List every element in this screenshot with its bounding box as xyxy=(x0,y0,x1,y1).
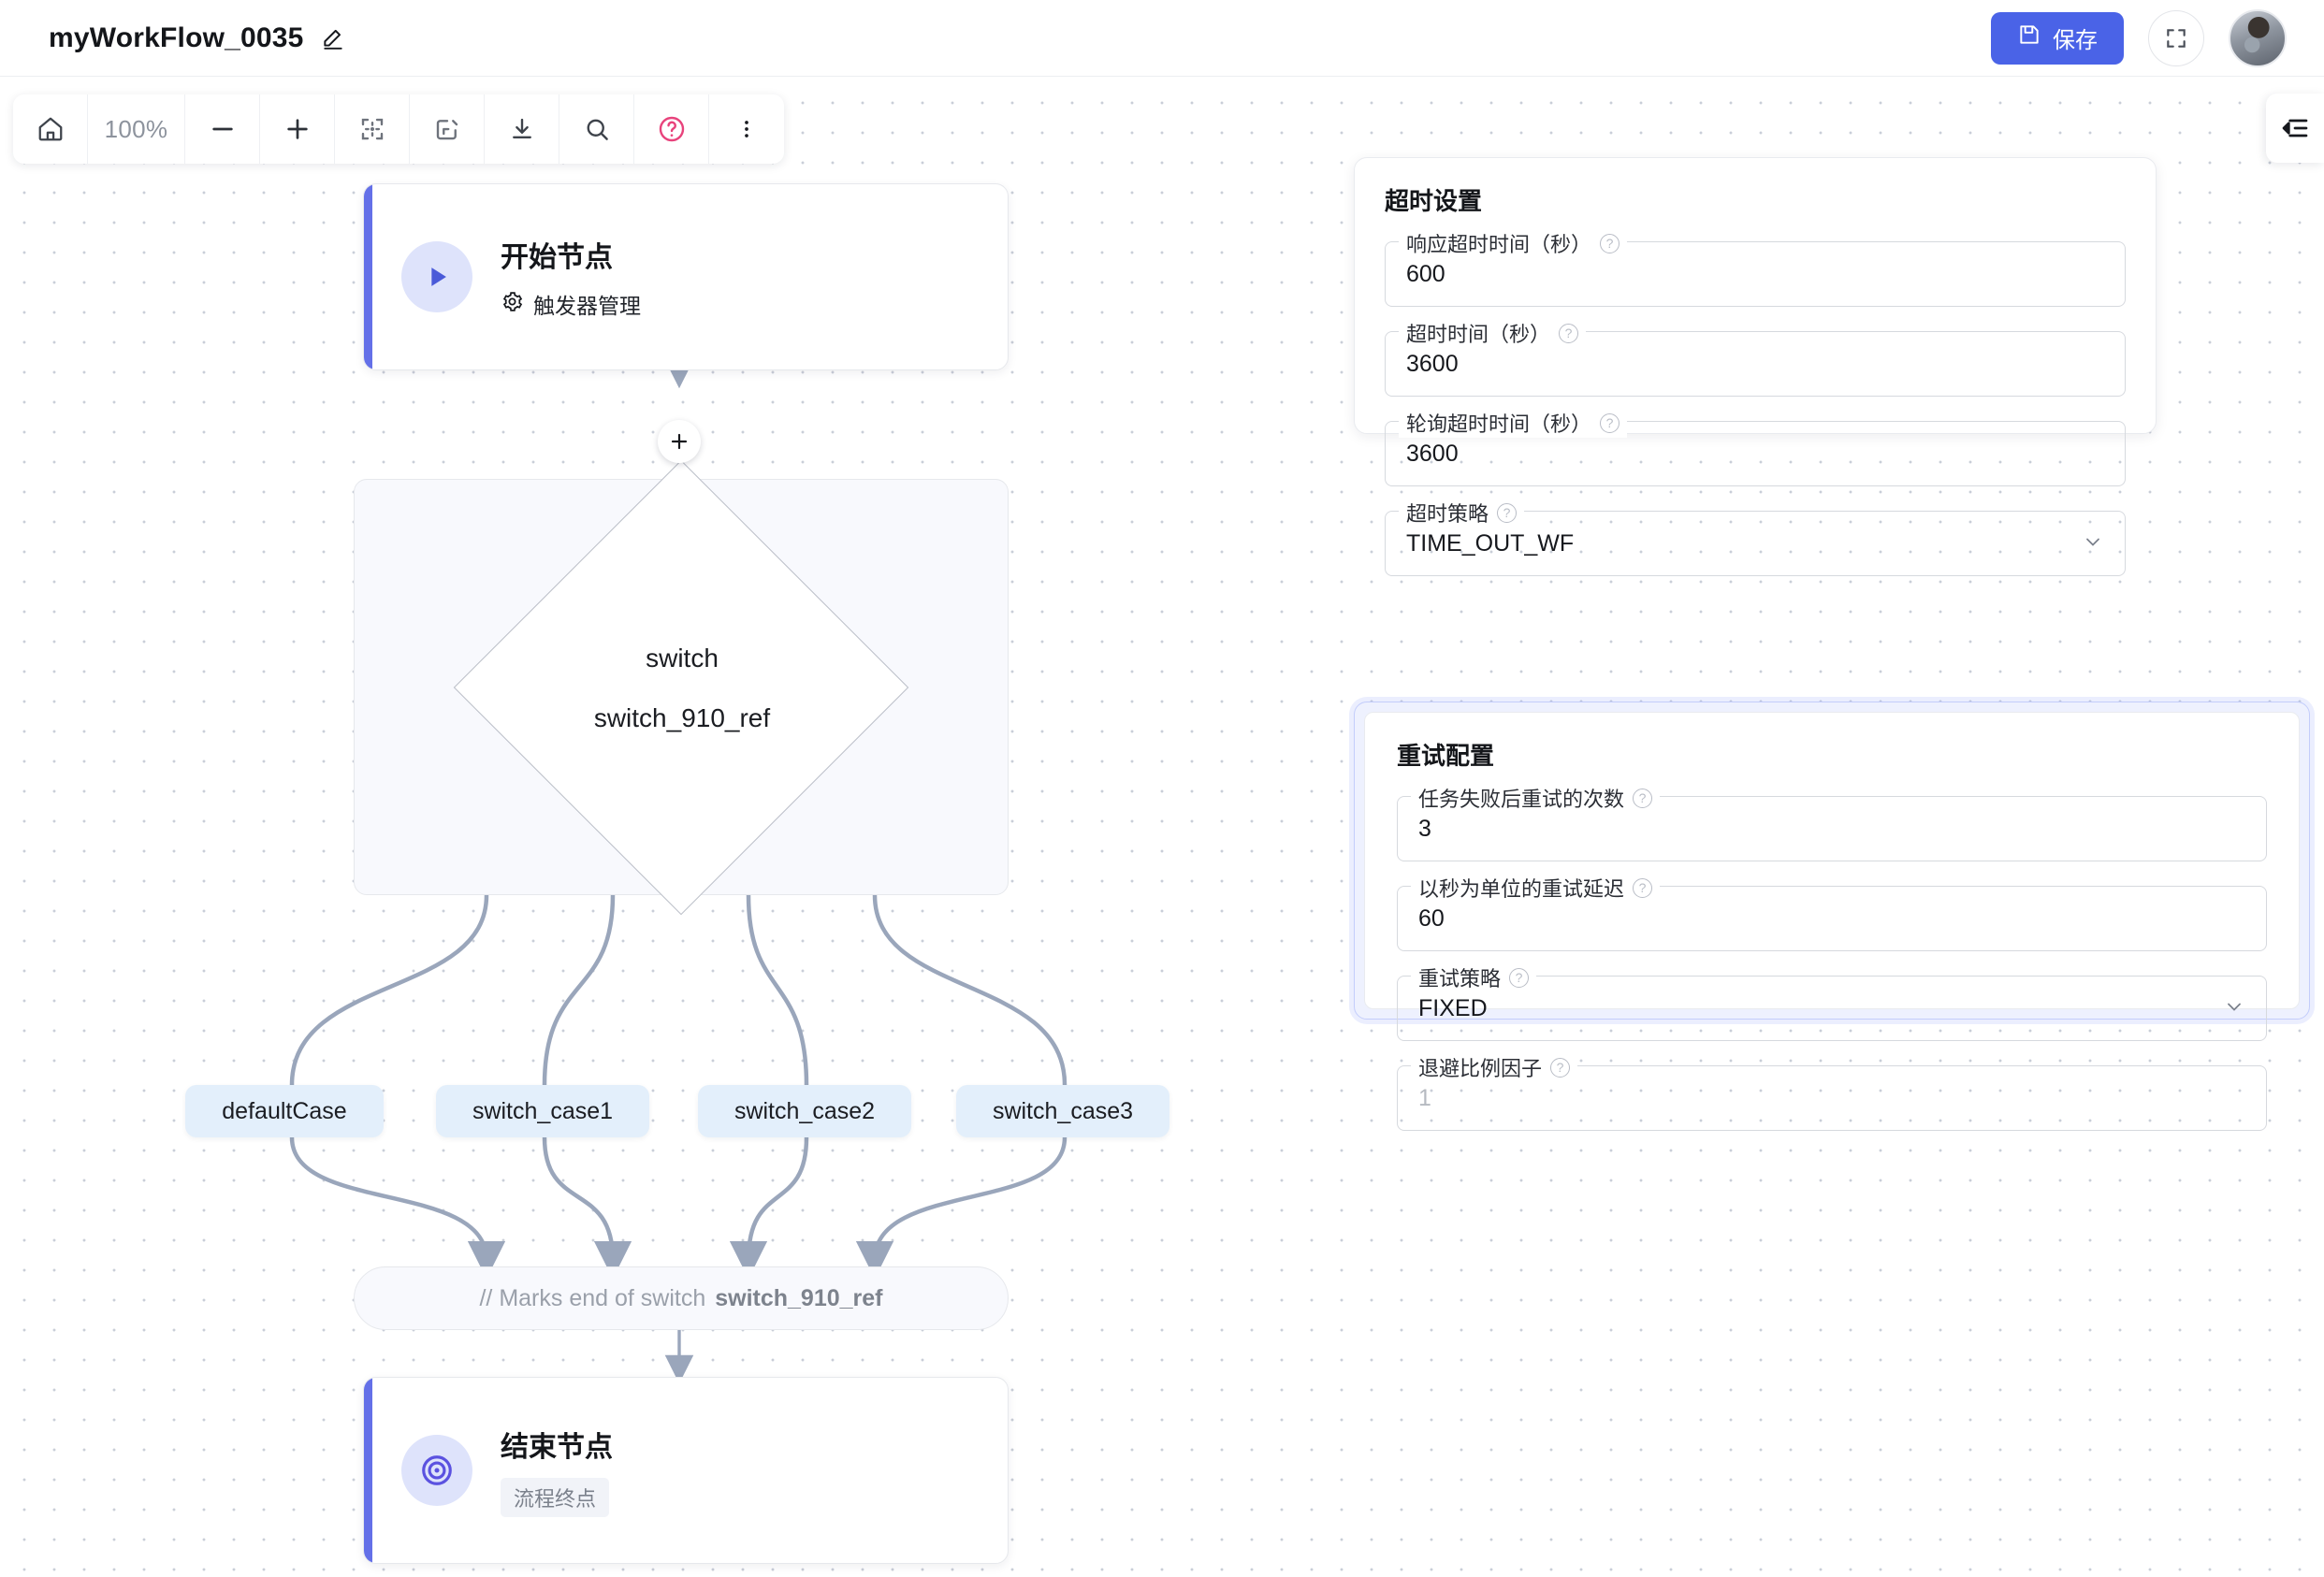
gear-icon xyxy=(501,290,524,319)
case-pill-2[interactable]: switch_case2 xyxy=(698,1085,911,1137)
switch-node[interactable]: switch switch_910_ref xyxy=(354,459,1009,915)
switch-diamond-shape xyxy=(453,459,909,915)
search-icon[interactable] xyxy=(559,94,634,164)
flow-canvas[interactable]: 100% xyxy=(0,77,2324,1577)
timeout-policy-value: TIME_OUT_WF xyxy=(1406,529,1575,557)
add-node-button[interactable] xyxy=(658,420,701,463)
field-label: 重试策略 xyxy=(1418,967,1502,991)
timeout-panel-title: 超时设置 xyxy=(1385,187,1483,215)
backoff-factor-placeholder: 1 xyxy=(1418,1084,1431,1111)
case-pill-3[interactable]: switch_case3 xyxy=(956,1085,1169,1137)
retry-logic-value: FIXED xyxy=(1418,994,1488,1021)
timeout-settings-panel: 超时设置 响应超时时间（秒） ? 600 超时时间（秒） ? 3600 轮询超时… xyxy=(1354,157,2157,576)
chevron-down-icon xyxy=(2082,530,2104,557)
start-node-text: 开始节点 触发器管理 xyxy=(501,234,641,320)
end-node-title: 结束节点 xyxy=(501,1432,613,1463)
field-label: 响应超时时间（秒） xyxy=(1406,233,1592,256)
workflow-title-group: myWorkFlow_0035 xyxy=(49,22,347,54)
header-actions: 保存 xyxy=(1991,8,2287,67)
field-label: 超时策略 xyxy=(1406,502,1489,526)
backoff-factor-label-group: 退避比例因子 ? xyxy=(1411,1052,1578,1082)
status-badge: 流程终点 xyxy=(501,1478,610,1517)
switch-end-marker[interactable]: // Marks end of switch switch_910_ref xyxy=(354,1266,1009,1330)
fullscreen-icon[interactable] xyxy=(2148,9,2204,66)
end-node-text: 结束节点 流程终点 xyxy=(501,1424,613,1517)
help-icon[interactable]: ? xyxy=(1600,233,1620,253)
zoom-level[interactable]: 100% xyxy=(88,94,185,164)
help-icon[interactable]: ? xyxy=(1633,877,1653,898)
pencil-icon[interactable] xyxy=(319,24,347,52)
field-label: 轮询超时时间（秒） xyxy=(1406,412,1592,436)
backoff-factor-field[interactable]: 退避比例因子 ? 1 xyxy=(1397,1052,2267,1131)
response-timeout-field[interactable]: 响应超时时间（秒） ? 600 xyxy=(1385,228,2126,307)
help-icon[interactable]: ? xyxy=(1600,412,1620,433)
help-icon[interactable]: ? xyxy=(1550,1057,1571,1078)
question-circle-icon[interactable] xyxy=(634,94,709,164)
timeout-panel-body: 超时设置 响应超时时间（秒） ? 600 超时时间（秒） ? 3600 轮询超时… xyxy=(1355,158,2156,597)
retry-logic-select[interactable]: 重试策略 ? FIXED xyxy=(1397,962,2267,1041)
end-node[interactable]: 结束节点 流程终点 xyxy=(363,1377,1009,1564)
retry-panel-body: 任务失败后重试的次数 ? 3 以秒为单位的重试延迟 ? 60 重试策略 ? xyxy=(1365,783,2299,1155)
retry-count-label-group: 任务失败后重试的次数 ? xyxy=(1411,783,1661,813)
timeout-seconds-label-group: 超时时间（秒） ? xyxy=(1399,318,1587,348)
avatar[interactable] xyxy=(2229,8,2287,67)
switch-end-marker-ref: switch_910_ref xyxy=(715,1284,883,1311)
retry-delay-value: 60 xyxy=(1418,904,1445,932)
retry-count-field[interactable]: 任务失败后重试的次数 ? 3 xyxy=(1397,783,2267,861)
help-icon[interactable]: ? xyxy=(1633,788,1653,808)
start-node-subtitle: 触发器管理 xyxy=(533,294,641,318)
field-label: 以秒为单位的重试延迟 xyxy=(1418,877,1625,901)
response-timeout-label-group: 响应超时时间（秒） ? xyxy=(1399,228,1628,258)
canvas-toolbar: 100% xyxy=(13,94,784,164)
home-icon[interactable] xyxy=(13,94,88,164)
start-node-title: 开始节点 xyxy=(501,242,613,273)
play-icon xyxy=(401,241,472,312)
poll-timeout-value: 3600 xyxy=(1406,440,1459,467)
timeout-seconds-field[interactable]: 超时时间（秒） ? 3600 xyxy=(1385,318,2126,397)
start-node[interactable]: 开始节点 触发器管理 xyxy=(363,183,1009,370)
app-header: myWorkFlow_0035 保存 xyxy=(0,0,2324,77)
retry-panel-title: 重试配置 xyxy=(1397,742,1495,770)
retry-count-value: 3 xyxy=(1418,815,1431,842)
retry-delay-label-group: 以秒为单位的重试延迟 ? xyxy=(1411,873,1661,903)
retry-delay-field[interactable]: 以秒为单位的重试延迟 ? 60 xyxy=(1397,873,2267,951)
timeout-seconds-value: 3600 xyxy=(1406,350,1459,377)
help-icon[interactable]: ? xyxy=(1559,323,1579,343)
more-vertical-icon[interactable] xyxy=(709,94,784,164)
retry-logic-label-group: 重试策略 ? xyxy=(1411,962,1537,992)
collapse-right-panel-icon[interactable] xyxy=(2266,94,2324,163)
node-accent-bar xyxy=(364,184,372,369)
timeout-policy-label-group: 超时策略 ? xyxy=(1399,498,1525,528)
minus-icon[interactable] xyxy=(185,94,260,164)
response-timeout-value: 600 xyxy=(1406,260,1445,287)
plus-icon[interactable] xyxy=(260,94,335,164)
field-label: 任务失败后重试的次数 xyxy=(1418,788,1625,811)
save-disk-icon xyxy=(2017,22,2041,53)
target-icon xyxy=(401,1435,472,1506)
switch-end-marker-prefix: // Marks end of switch xyxy=(479,1284,706,1311)
node-accent-bar xyxy=(364,1378,372,1563)
help-icon[interactable]: ? xyxy=(1497,502,1518,523)
retry-config-panel-inner: 重试配置 任务失败后重试的次数 ? 3 以秒为单位的重试延迟 ? 60 xyxy=(1364,712,2300,1131)
help-icon[interactable]: ? xyxy=(1509,967,1530,988)
timeout-policy-select[interactable]: 超时策略 ? TIME_OUT_WF xyxy=(1385,498,2126,576)
download-icon[interactable] xyxy=(485,94,559,164)
poll-timeout-field[interactable]: 轮询超时时间（秒） ? 3600 xyxy=(1385,408,2126,486)
start-node-subtitle-row[interactable]: 触发器管理 xyxy=(501,288,641,320)
frame-export-icon[interactable] xyxy=(410,94,485,164)
save-button-label: 保存 xyxy=(2053,28,2098,53)
page-title: myWorkFlow_0035 xyxy=(49,22,304,53)
retry-config-panel: 重试配置 任务失败后重试的次数 ? 3 以秒为单位的重试延迟 ? 60 xyxy=(1354,702,2310,1131)
chevron-down-icon xyxy=(2223,995,2245,1022)
case-pill-default[interactable]: defaultCase xyxy=(185,1085,384,1137)
field-label: 退避比例因子 xyxy=(1418,1057,1543,1080)
save-button[interactable]: 保存 xyxy=(1991,11,2124,65)
poll-timeout-label-group: 轮询超时时间（秒） ? xyxy=(1399,408,1628,438)
case-pill-1[interactable]: switch_case1 xyxy=(436,1085,649,1137)
field-label: 超时时间（秒） xyxy=(1406,323,1551,346)
fit-view-icon[interactable] xyxy=(335,94,410,164)
